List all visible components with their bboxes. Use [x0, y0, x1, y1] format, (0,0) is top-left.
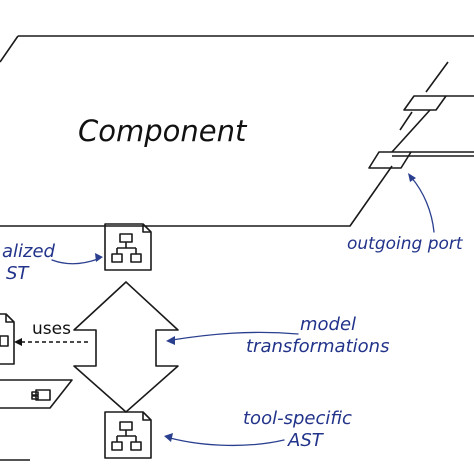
outgoing-port-arrow: [410, 176, 435, 233]
tool-specific-ast-document-icon: [104, 411, 152, 459]
small-component-icon: [31, 389, 51, 401]
normalized-ast-document-icon: [104, 223, 152, 271]
normalized-ast-arrowhead: [95, 253, 103, 262]
component-title: Component: [78, 114, 248, 148]
component-plate: [0, 35, 474, 227]
tool-specific-label-2: AST: [287, 430, 325, 451]
lower-left-plate: [0, 379, 73, 409]
uses-label: uses: [32, 319, 71, 339]
outgoing-port-arrowhead: [408, 173, 416, 182]
tool-specific-arrowhead: [164, 433, 173, 442]
normalized-ast-label-2: ST: [6, 263, 30, 284]
port-lower: [368, 151, 412, 169]
tool-specific-label-1: tool-specific: [243, 408, 352, 429]
model-transformations-label-2: transformations: [246, 336, 389, 357]
model-transformations-arrow: [171, 331, 299, 341]
component-plate-right-edge: [377, 61, 449, 187]
normalized-ast-arrow: [51, 258, 99, 265]
outgoing-port-label: outgoing port: [347, 234, 464, 254]
tool-specific-arrow: [169, 437, 285, 447]
uses-arrowhead: [14, 338, 22, 346]
transformation-double-arrow: [73, 281, 179, 413]
normalized-ast-label: alized: [2, 241, 56, 262]
model-transformations-arrowhead: [166, 336, 175, 345]
model-transformations-label-1: model: [300, 314, 356, 335]
port-upper: [403, 95, 447, 111]
left-document-icon: [0, 313, 15, 365]
port-connector: [391, 109, 431, 153]
